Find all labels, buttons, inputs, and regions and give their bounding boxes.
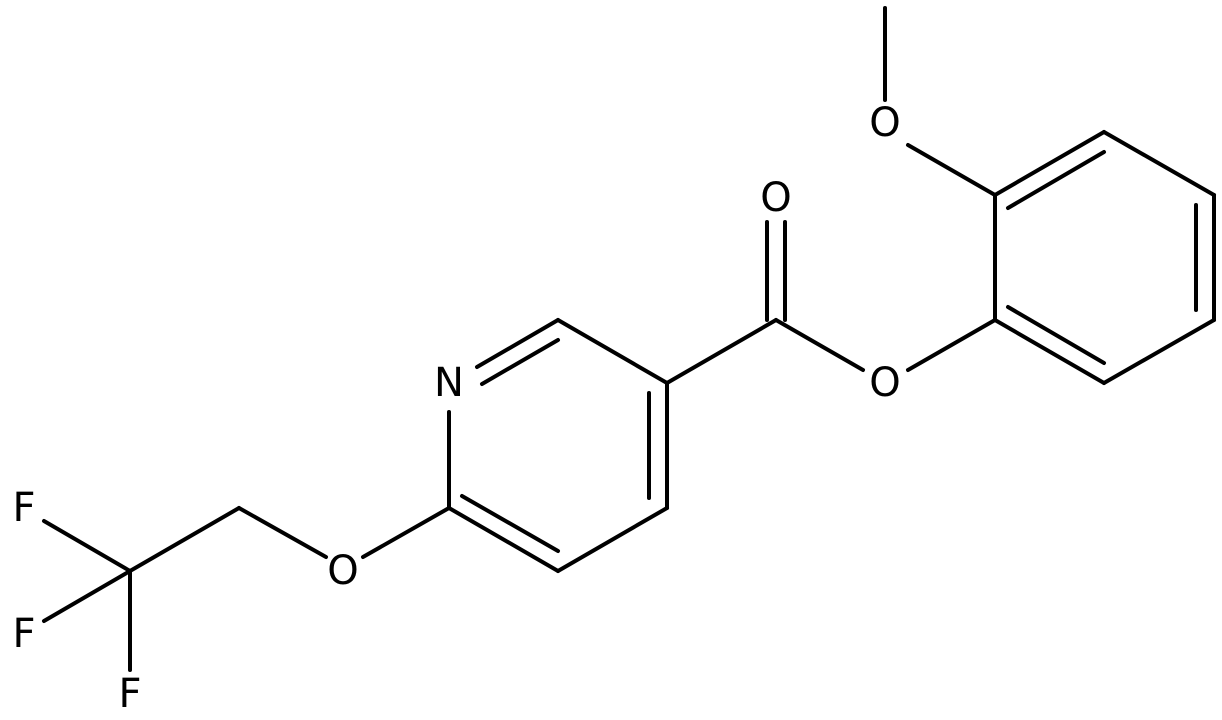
fluorine-label-3: F (118, 671, 141, 717)
bond-ch2-cf3 (128, 506, 241, 573)
methoxy-oxygen-label: O (869, 100, 900, 146)
bond-benzene-c5-c6 (993, 318, 1106, 385)
carbonyl-oxygen-label: O (760, 175, 791, 221)
bond-pyridine-c2-n (475, 318, 560, 369)
bond-ester-o-carbonyl-c (774, 318, 865, 372)
bond-pyridine-c2-n-inner (480, 338, 560, 386)
bond-ether-o-ch2 (237, 506, 328, 559)
fluorine-label-1: F (12, 485, 35, 531)
bond-benzene-ester-o (906, 318, 997, 372)
bond-benzene-c2-c3 (1102, 130, 1216, 197)
bond-cf3-f1 (42, 519, 132, 573)
bond-pyridine-c5-c4 (556, 506, 669, 573)
bond-pyridine-c3-c2 (556, 318, 669, 385)
bond-cf3-f2 (42, 569, 132, 623)
bond-pyridine-ether-o (361, 506, 451, 559)
bond-benzene-c5-c6-inner (1006, 305, 1106, 365)
bond-benzene-c1-c2-inner (1006, 150, 1106, 210)
bond-benzene-c1-c2 (993, 130, 1106, 197)
ether-oxygen-label: O (327, 548, 358, 594)
bond-benzene-c4-c5 (1102, 318, 1216, 385)
bond-pyridine-c6-c5-inner (460, 494, 560, 553)
ester-oxygen-label: O (869, 360, 900, 406)
pyridine-nitrogen-label: N (434, 360, 464, 406)
bond-carbonyl-c-pyridine (665, 318, 778, 385)
bond-methoxy-o-benzene (906, 143, 997, 197)
fluorine-label-2: F (12, 611, 35, 657)
bond-pyridine-c6-c5 (447, 506, 560, 573)
